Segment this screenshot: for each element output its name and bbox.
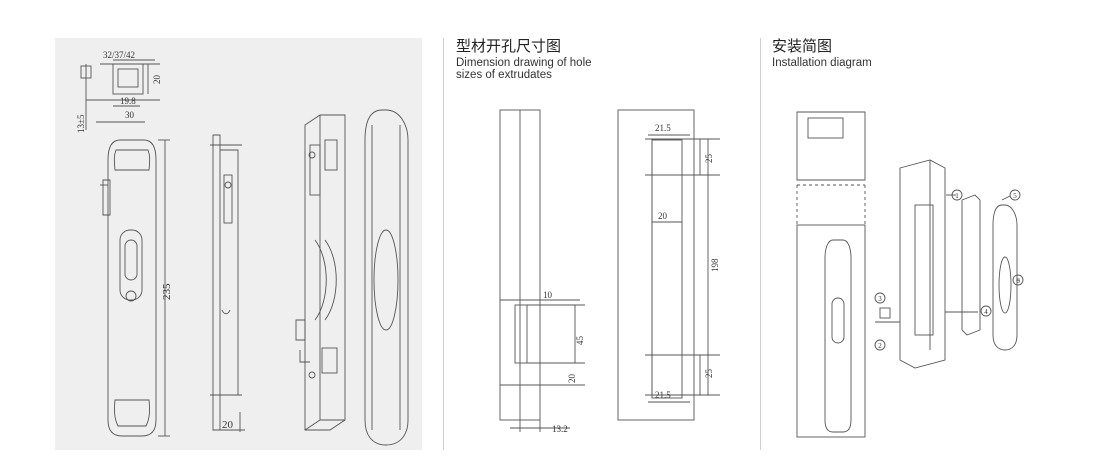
dim-label-20-bottom: 20 [222, 419, 234, 431]
dim-label-10: 10 [543, 290, 553, 300]
dim-label-20-mid: 20 [658, 211, 668, 221]
handle-perspective-outline [364, 109, 409, 446]
handle-recess [119, 229, 143, 301]
top-view-inner [117, 68, 139, 88]
callout-6-circle [1012, 274, 1024, 286]
callout-2: 2 [878, 342, 882, 350]
sash-panel [796, 224, 866, 438]
dim-label-13-2: 13.2 [552, 424, 568, 434]
dim-label-13-5: 13±5 [76, 114, 86, 133]
handle-front-outline [107, 139, 157, 437]
callout-3: 3 [878, 295, 882, 303]
callout-3-circle [874, 292, 886, 304]
callout-6: 6 [1016, 277, 1020, 285]
extrusion-piece [899, 159, 946, 369]
hole-section-title-cn: 型材开孔尺寸图 [456, 38, 562, 55]
hole-section-title-en-1: Dimension drawing of hole [456, 57, 592, 69]
dim-label-235: 235 [161, 283, 173, 300]
frame-top-section [796, 111, 866, 181]
product-panel-background [55, 38, 422, 450]
section-divider-1 [443, 38, 444, 450]
dim-label-20-left: 20 [567, 374, 577, 384]
dim-label-32-37-42: 32/37/42 [103, 50, 135, 60]
dim-label-21-5-top: 21.5 [655, 123, 671, 133]
dim-label-45: 45 [575, 336, 585, 346]
dim-label-20-top: 20 [152, 75, 162, 85]
hole-section-title-en-2: sizes of extrudates [456, 69, 552, 81]
lock-mechanism [961, 194, 981, 336]
install-handle [824, 239, 852, 433]
dim-label-19-8: 19.8 [120, 96, 136, 106]
dim-label-198: 198 [710, 258, 720, 272]
install-handle-perspective [992, 204, 1018, 351]
callout-5: 5 [1013, 192, 1017, 200]
dim-label-25-bottom: 25 [704, 369, 714, 379]
callout-1-circle [951, 189, 963, 201]
install-section-title-cn: 安装简图 [772, 38, 833, 55]
callout-1: 1 [955, 192, 959, 200]
callout-4-circle [980, 305, 992, 317]
extrusion-front-profile [617, 109, 695, 421]
dim-label-30: 30 [125, 110, 135, 120]
dim-label-25-top: 25 [704, 154, 714, 164]
section-divider-2 [760, 38, 761, 450]
dim-label-21-5-bottom: 21.5 [655, 390, 671, 400]
handle-perspective-recess [373, 229, 399, 331]
install-section-title-en: Installation diagram [772, 57, 872, 69]
callout-2-circle [874, 339, 886, 351]
callout-4: 4 [984, 308, 988, 316]
callout-5-circle [1009, 189, 1021, 201]
side-slot [514, 304, 528, 364]
mechanism-cam [314, 239, 337, 321]
